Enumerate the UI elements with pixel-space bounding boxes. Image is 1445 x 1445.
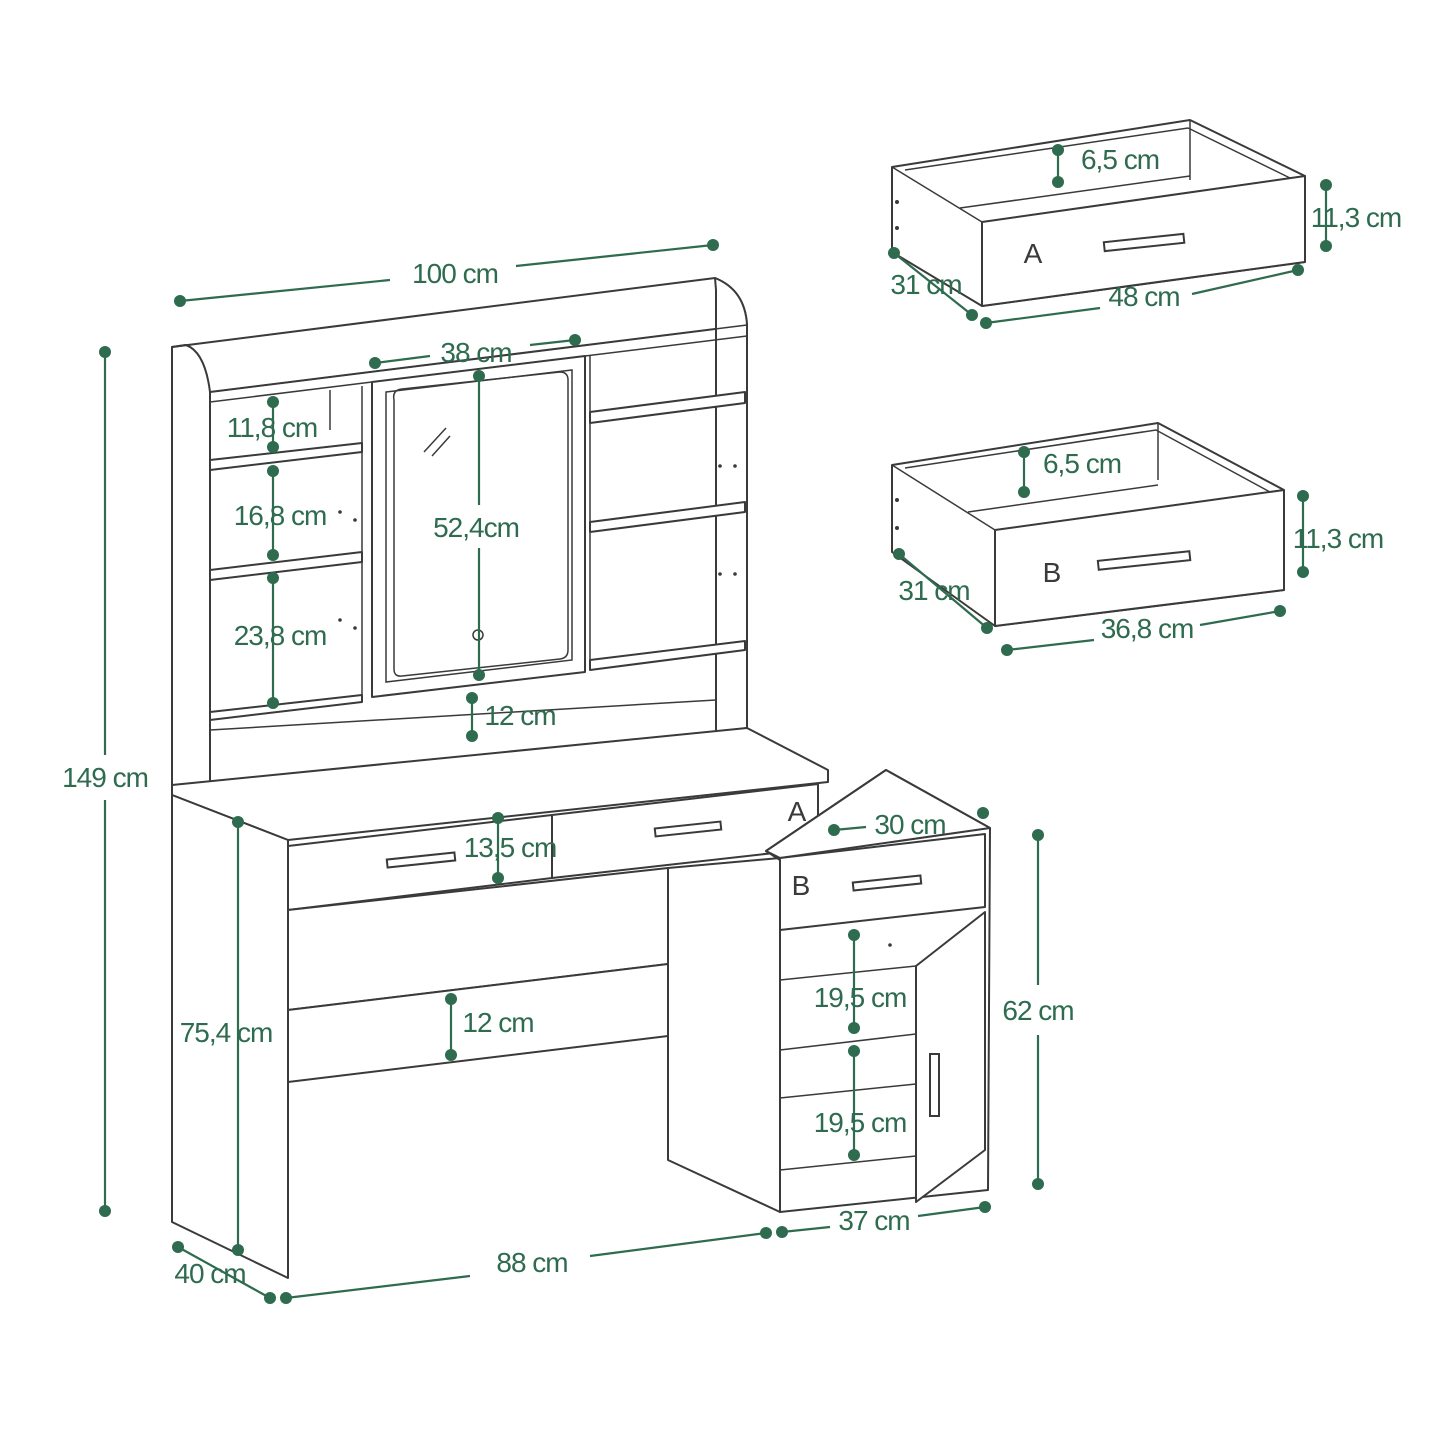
open-shelf-label: 12 cm	[462, 1007, 533, 1038]
drawer-handle[interactable]	[385, 851, 457, 869]
shelf-3-label: 23,8 cm	[234, 620, 327, 651]
desk-width-label: 88 cm	[496, 1247, 567, 1278]
drawer-b-inner-height-label: 6,5 cm	[1043, 448, 1121, 479]
hutch-left-panel	[171, 344, 211, 796]
desk	[171, 727, 829, 1279]
drawer-b-depth-label: 31 cm	[898, 575, 969, 606]
mirror-height-label: 52,4cm	[433, 512, 519, 543]
desk-height-label: 75,4 cm	[180, 1017, 273, 1048]
dimension-lines	[99, 144, 1332, 1304]
total-height-label: 149 cm	[62, 762, 148, 793]
cabinet-shelf-2-label: 19,5 cm	[814, 1107, 907, 1138]
drawer-a-height-label: 11,3 cm	[1311, 202, 1402, 233]
desk-center-support	[667, 857, 781, 1213]
drawer-a-letter: A	[1024, 238, 1043, 269]
drawer-a-depth-label: 31 cm	[890, 269, 961, 300]
drawer-handle	[1102, 232, 1186, 253]
left-shelf-2	[209, 551, 363, 581]
shelf-1-label: 11,8 cm	[227, 412, 318, 443]
left-shelf-1	[209, 442, 363, 471]
desk-left-leg	[171, 794, 289, 1279]
cabinet-depth-label: 30 cm	[874, 809, 945, 840]
right-shelf-3	[589, 640, 746, 671]
mirror-width-label: 38 cm	[440, 337, 511, 368]
drawer-handle[interactable]	[653, 820, 723, 838]
side-cabinet	[765, 769, 991, 1213]
cabinet-shelf-1-label: 19,5 cm	[814, 982, 907, 1013]
drawer-a-inner-height-label: 6,5 cm	[1081, 144, 1159, 175]
drawer-b-letter: B	[1043, 557, 1062, 588]
cabinet-width-label: 37 cm	[838, 1205, 909, 1236]
desk-depth-label: 40 cm	[174, 1258, 245, 1289]
part-labels: A B A B	[788, 238, 1062, 901]
left-shelf-3	[209, 694, 363, 721]
drawer-front-label: 13,5 cm	[464, 832, 557, 863]
cabinet-height-label: 62 cm	[1002, 995, 1073, 1026]
drawer-a-width-label: 48 cm	[1108, 281, 1179, 312]
hutch	[171, 277, 748, 796]
drawer-b-width-label: 36,8 cm	[1101, 613, 1194, 644]
hutch-gap-label: 12 cm	[484, 700, 555, 731]
drawer-b-detail	[891, 422, 1285, 627]
cabinet-door[interactable]	[915, 911, 986, 1203]
shelf-2-label: 16,8 cm	[234, 500, 327, 531]
cabinet-drawer-b-letter: B	[792, 870, 811, 901]
drawer-handle	[1096, 550, 1192, 571]
drawer-handle[interactable]	[851, 874, 923, 892]
right-shelf-1	[589, 391, 746, 424]
mirror-frame	[371, 355, 586, 698]
cabinet-top	[765, 769, 991, 859]
drawer-a-detail	[891, 119, 1306, 307]
dimension-labels: 100 cm 38 cm 11,8 cm 16,8 cm 23,8 cm 52,…	[62, 144, 1402, 1289]
right-shelf-2	[589, 501, 746, 533]
desk-drawer-a-letter: A	[788, 796, 807, 827]
drawer-b-height-label: 11,3 cm	[1293, 523, 1384, 554]
total-width-label: 100 cm	[412, 258, 498, 289]
door-handle[interactable]	[929, 1053, 940, 1117]
